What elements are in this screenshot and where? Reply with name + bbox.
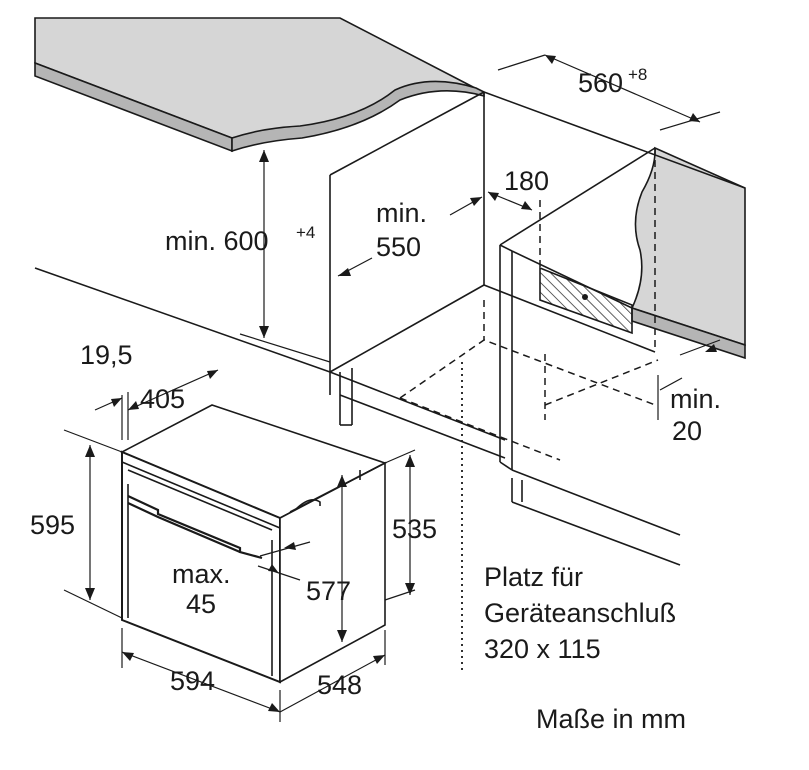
niche-height-tolerance: +4 (296, 223, 315, 242)
dimension-labels: 560 +8 min. 600 +4 min. 550 180 19,5 405… (30, 65, 721, 700)
units-note: Maße in mm (536, 704, 686, 734)
niche-depth-label-1: min. (376, 198, 427, 228)
connection-note-line2: Geräteanschluß (484, 598, 676, 628)
connection-note-line1: Platz für (484, 562, 583, 592)
oven (120, 404, 388, 684)
niche-height-label: min. 600 (165, 226, 269, 256)
connection-note-line3: 320 x 115 (484, 634, 601, 664)
back-clearance-label-1: min. (670, 384, 721, 414)
handle-label-1: max. (172, 559, 231, 589)
dimension-lines (63, 54, 721, 722)
oven-panel-depth-label: 405 (140, 384, 185, 414)
niche-width-tolerance: +8 (628, 65, 647, 84)
oven-body-height-label: 535 (392, 514, 437, 544)
back-clearance-label-2: 20 (672, 416, 702, 446)
oven-height-label: 595 (30, 510, 75, 540)
handle-label-2: 45 (186, 589, 216, 619)
niche-depth-label-2: 550 (376, 232, 421, 262)
niche-width-label: 560 (578, 68, 623, 98)
right-cabinet-top (630, 146, 746, 360)
worktop (34, 17, 485, 153)
oven-inner-height-label: 577 (306, 576, 351, 606)
connection-note: Platz für Geräteanschluß 320 x 115 (484, 562, 676, 664)
oven-width-label: 594 (170, 666, 215, 696)
vent-offset-label: 180 (504, 166, 549, 196)
niche-structure (34, 91, 746, 670)
gap-label: 19,5 (80, 340, 133, 370)
oven-depth-label: 548 (317, 670, 362, 700)
